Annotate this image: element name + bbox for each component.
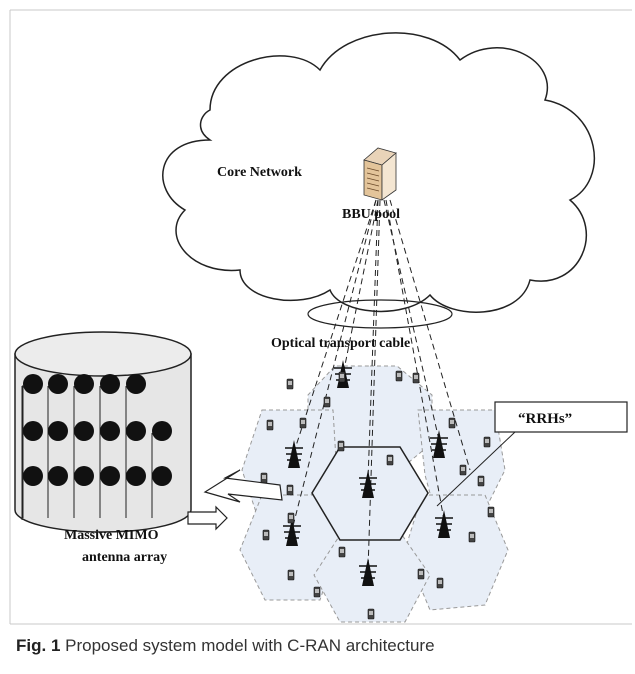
caption-text: Proposed system model with C-RAN archite… [60, 636, 435, 655]
mobile-device-icon [299, 417, 307, 429]
optical-cable-label: Optical transport cable [271, 336, 410, 351]
mobile-device-icon [468, 531, 476, 543]
antenna-element [151, 466, 172, 518]
mobile-device-icon [448, 417, 456, 429]
mobile-device-icon [286, 484, 294, 496]
mimo-antenna-elements [21, 374, 172, 520]
figure-caption: Fig. 1 Proposed system model with C-RAN … [16, 636, 616, 656]
server-icon [363, 147, 397, 201]
antenna-element [22, 466, 43, 518]
mobile-device-icon [287, 569, 295, 581]
rrh-tower-icon [435, 510, 453, 538]
mobile-device-icon [337, 440, 345, 452]
mimo-label-line1: Massive MIMO [64, 528, 159, 543]
mobile-device-icon [459, 464, 467, 476]
rrh-pointer-line [436, 431, 516, 507]
mobile-device-icon [313, 586, 321, 598]
mobile-device-icon [262, 529, 270, 541]
antenna-element [99, 466, 120, 518]
fiber-links [291, 199, 471, 571]
mobile-device-icon [266, 419, 274, 431]
rrh-tower-icon [430, 430, 448, 458]
mobile-device-icon [260, 472, 268, 484]
mobile-device-icon [436, 577, 444, 589]
rrh-tower-icon [285, 440, 303, 468]
mobile-device-icon [338, 546, 346, 558]
caption-prefix: Fig. 1 [16, 636, 61, 655]
mobile-device-icon [477, 475, 485, 487]
mobile-device-icon [395, 370, 403, 382]
rrh-tower-icon [359, 558, 377, 586]
mimo-label-line2: antenna array [82, 550, 167, 565]
mobile-device-icon [323, 396, 331, 408]
mimo-cylinder [14, 331, 192, 533]
mobile-device-icon [412, 372, 420, 384]
arrow-from-mimo [187, 505, 228, 531]
rrh-tower-icon [283, 518, 301, 546]
rrh-tower-icon [359, 470, 377, 498]
rrhs-label-box [494, 401, 628, 433]
mobile-device-icon [386, 454, 394, 466]
mobile-device-icon [487, 506, 495, 518]
rrhs-label: “RRHs” [518, 411, 572, 427]
antenna-element [125, 466, 146, 518]
mobile-device-icon [367, 608, 375, 620]
antenna-element [73, 466, 94, 518]
optical-cable-ellipse [307, 299, 453, 329]
mobile-device-icon [338, 371, 346, 383]
core-network-label: Core Network [217, 165, 302, 180]
mobile-device-icon [286, 378, 294, 390]
mobile-device-icon [417, 568, 425, 580]
antenna-element [47, 466, 68, 518]
mobile-device-icon [287, 512, 295, 524]
user-devices [260, 370, 495, 620]
mobile-device-icon [483, 436, 491, 448]
bbu-pool-label: BBU pool [342, 207, 400, 222]
arrow-to-mimo [203, 469, 283, 503]
